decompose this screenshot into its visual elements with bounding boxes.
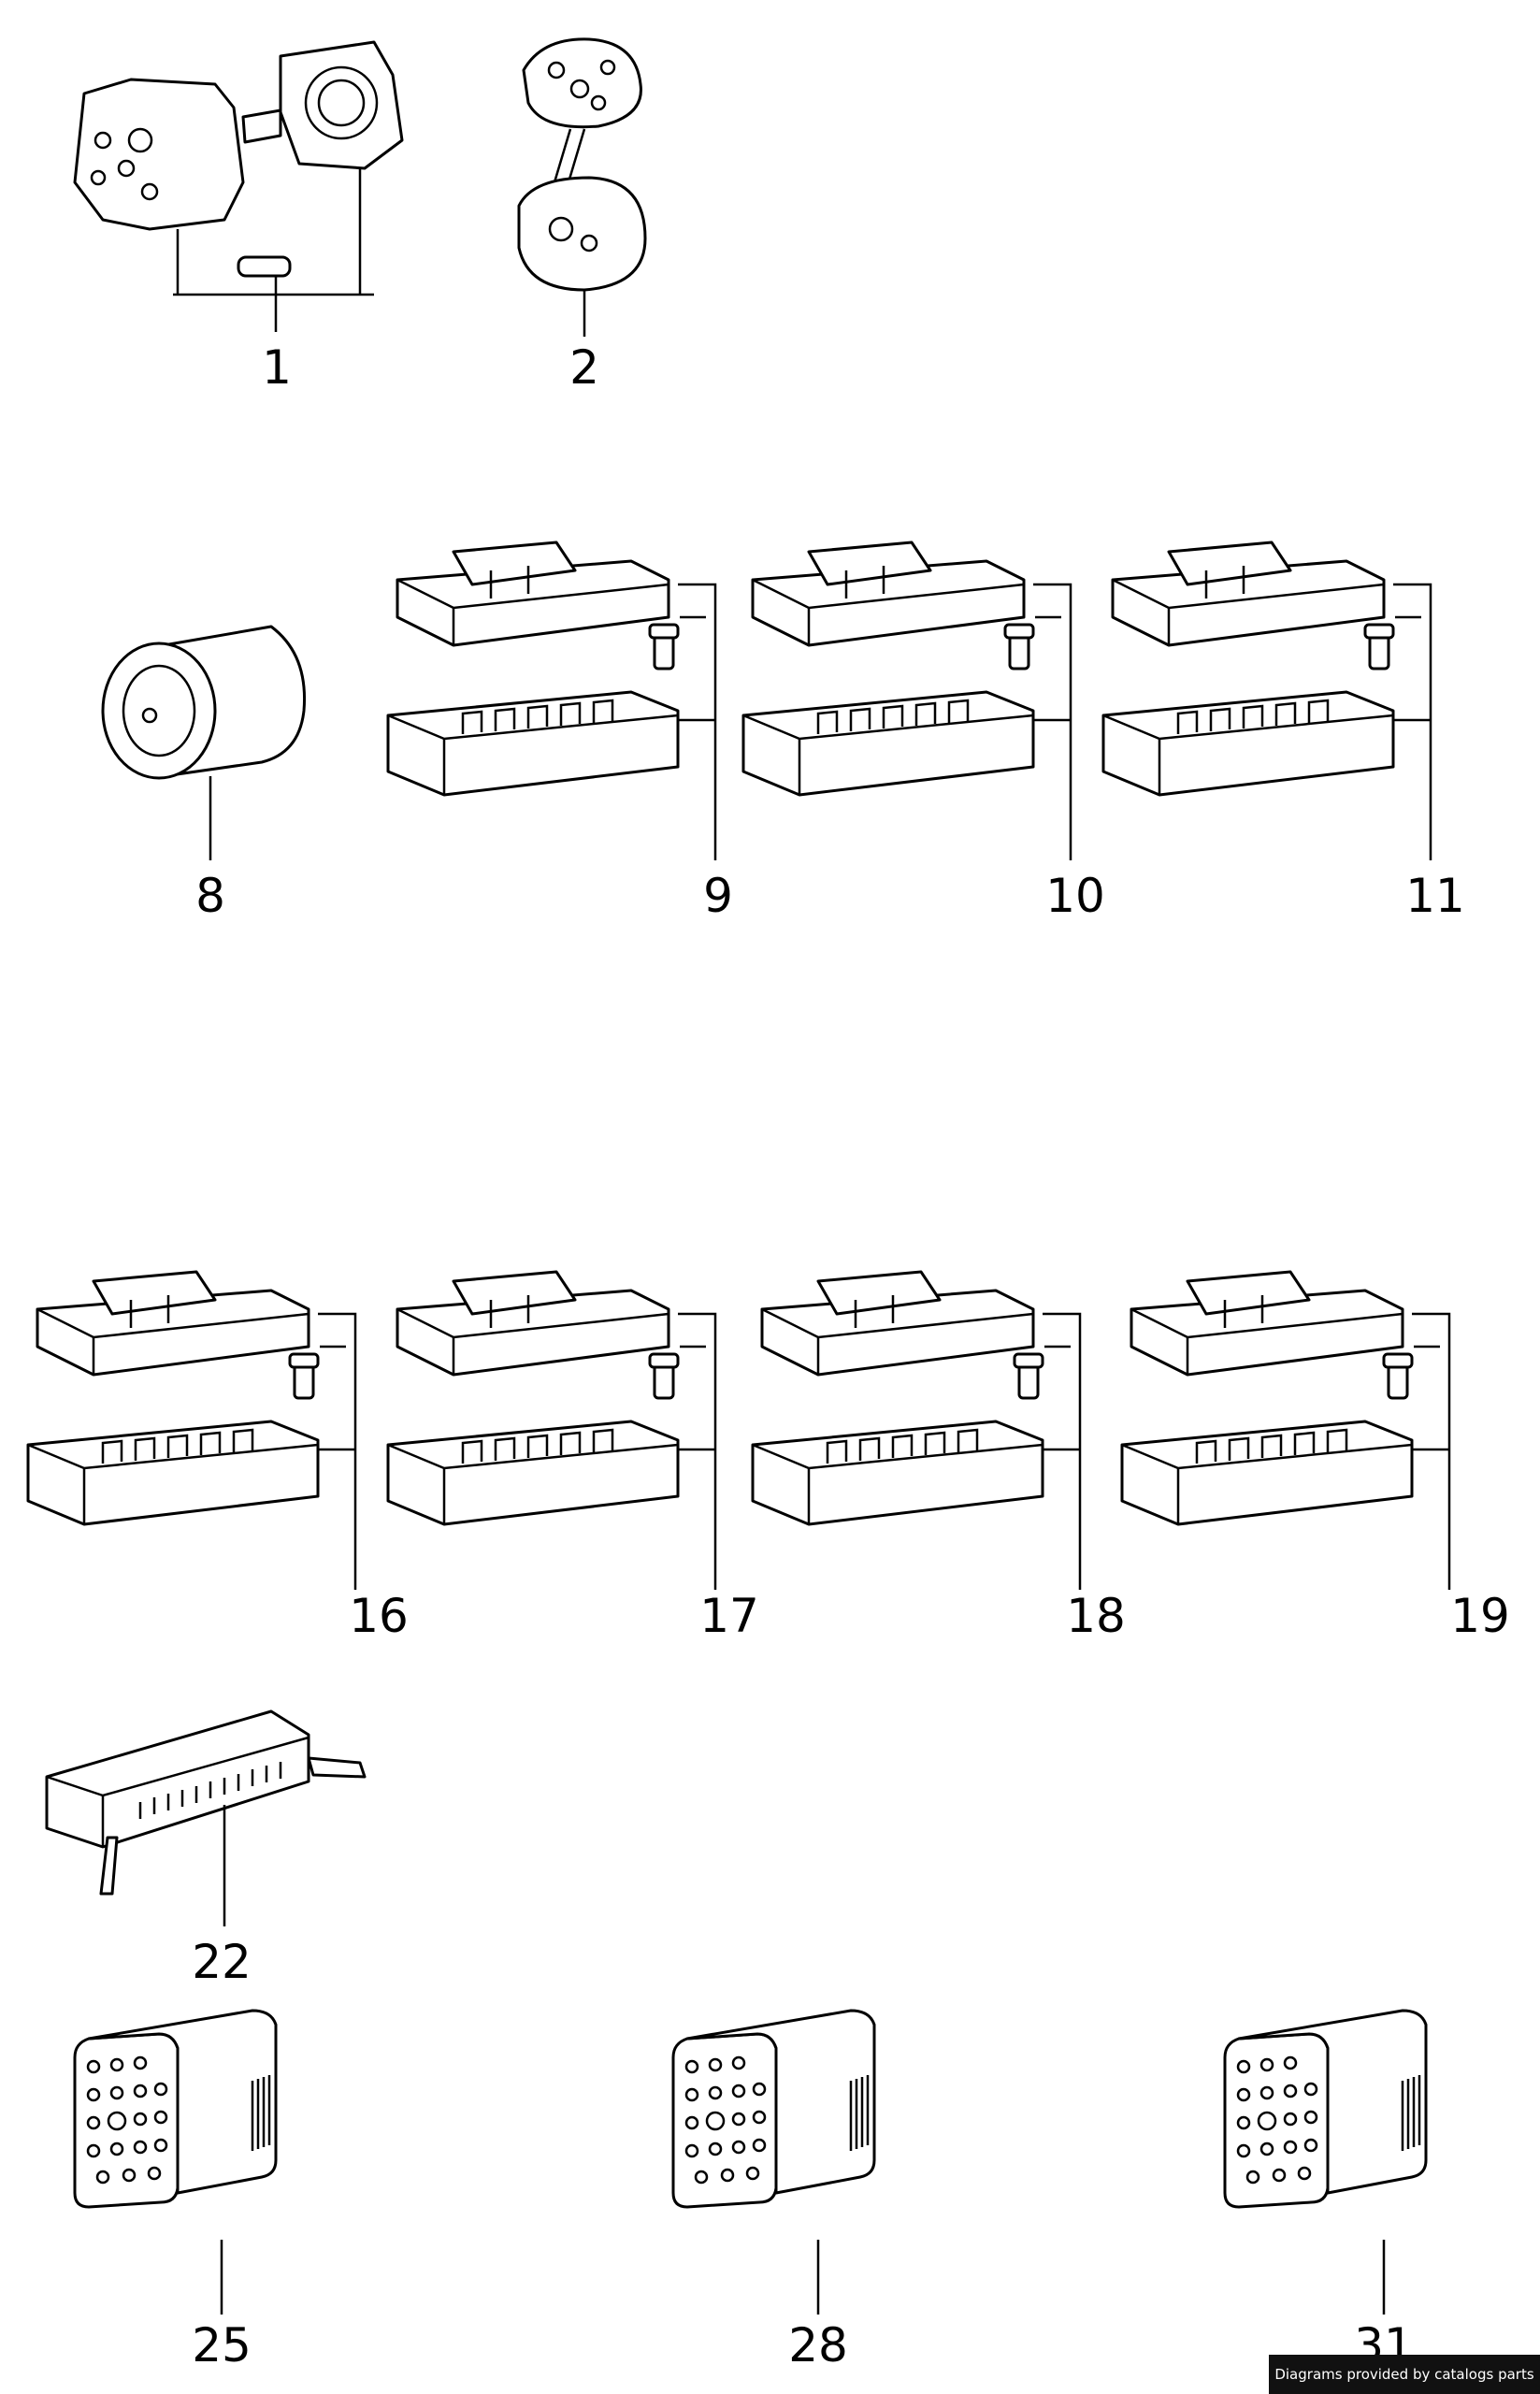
part-11-drawing [1101,541,1432,862]
callout-9: 9 [703,869,733,923]
part-10-drawing [741,541,1072,862]
part-19-drawing [1120,1270,1451,1592]
part-17-drawing [386,1270,717,1592]
part-8-drawing [101,625,307,860]
part-2-drawing [517,37,647,337]
callout-1: 1 [262,340,292,395]
callout-28: 28 [788,2318,848,2372]
part-25-drawing [73,2009,278,2209]
part-22-drawing [45,1709,367,1926]
part-31-drawing [1223,2009,1428,2209]
part-16-drawing [26,1270,357,1592]
callout-11: 11 [1405,869,1465,923]
callout-17: 17 [699,1589,759,1643]
credit-badge: Diagrams provided by catalogs parts [1269,2355,1540,2394]
callout-2: 2 [569,340,599,395]
callout-8: 8 [195,869,225,923]
part-18-drawing [751,1270,1082,1592]
callout-18: 18 [1066,1589,1126,1643]
callout-16: 16 [349,1589,409,1643]
part-1-drawing [73,40,404,332]
callout-25: 25 [192,2318,252,2372]
callout-22: 22 [192,1935,252,1989]
callout-10: 10 [1045,869,1105,923]
part-28-drawing [671,2009,876,2209]
callout-19: 19 [1450,1589,1510,1643]
part-9-drawing [386,541,717,862]
